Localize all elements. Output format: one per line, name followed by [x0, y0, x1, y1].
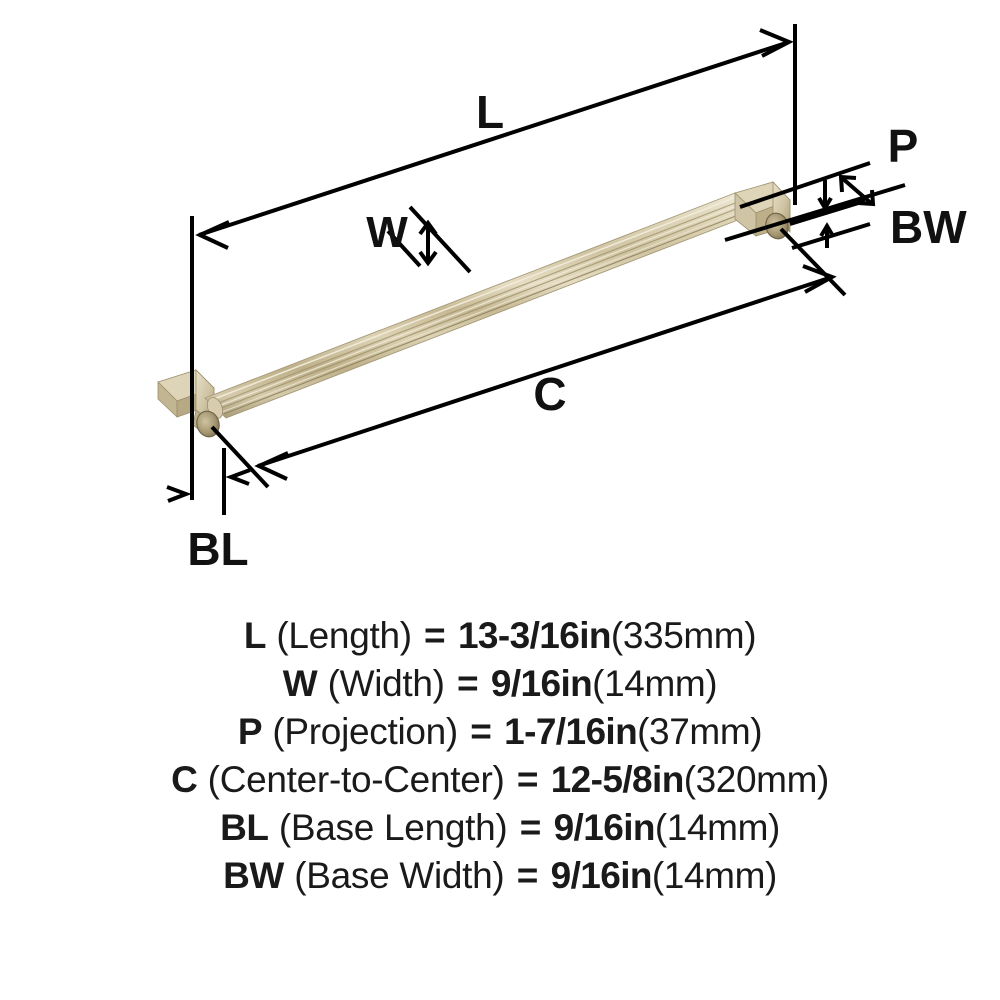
P-tick-arrowhead: [817, 196, 833, 212]
spec-metric-W: (14mm): [592, 663, 718, 705]
dimension-L: [190, 24, 797, 500]
pull-handle-graphic: [157, 180, 791, 438]
spec-metric-BW: (14mm): [651, 855, 777, 897]
spec-descr-W: (Width): [327, 663, 445, 705]
spec-code-W: W: [282, 663, 318, 705]
C-arrowhead-right: [802, 264, 837, 294]
spec-imperial-BW: 9/16in: [550, 855, 653, 897]
spec-code-P: P: [237, 711, 263, 753]
spec-row-base-length: BL (Base Length) = 9/16in(14mm): [0, 804, 1000, 852]
spec-imperial-C: 12-5/8in: [550, 759, 685, 801]
BL-arrowhead-right: [166, 485, 192, 503]
W-leader-upper: [408, 205, 472, 274]
L-dimension-line: [198, 40, 790, 237]
spec-eq-L: =: [424, 615, 446, 656]
P-dimension-line: [840, 176, 874, 206]
spec-metric-P: (37mm): [637, 711, 763, 753]
spec-metric-L: (335mm): [610, 615, 757, 656]
spec-row-center-to-center: C (Center-to-Center) = 12-5/8in(320mm): [0, 756, 1000, 804]
spec-metric-BL: (14mm): [654, 807, 780, 849]
W-arrowhead-down: [418, 250, 438, 267]
BW-leader-upper: [789, 199, 866, 226]
spec-metric-C: (320mm): [683, 759, 830, 801]
spec-descr-P: (Projection): [272, 711, 458, 753]
C-leader-left: [210, 425, 270, 489]
C-dimension-line: [257, 275, 833, 468]
C-arrowhead-left: [254, 451, 289, 481]
handle-bar: [204, 192, 757, 419]
spec-imperial-W: 9/16in: [490, 663, 593, 705]
spec-descr-BW: (Base Width): [294, 855, 505, 897]
dimension-C: [210, 227, 847, 489]
spec-imperial-P: 1-7/16in: [504, 711, 638, 753]
specification-list: L (Length) = 13-3/16in(335mm) W (Width) …: [0, 612, 1000, 1000]
W-arrowhead-up: [418, 219, 438, 236]
L-arrowhead-left: [195, 220, 230, 250]
C-leader-right: [779, 227, 847, 297]
spec-imperial-BL: 9/16in: [553, 807, 656, 849]
label-W: W: [366, 208, 408, 257]
label-BW: BW: [890, 201, 967, 253]
P-leader-lower: [724, 183, 906, 242]
spec-row-projection: P (Projection) = 1-7/16in(37mm): [0, 708, 1000, 756]
spec-descr-C: (Center-to-Center): [207, 759, 505, 801]
spec-eq-BL: =: [519, 807, 542, 849]
spec-eq-W: =: [456, 663, 479, 705]
P-arrowhead-upleft: [838, 174, 857, 193]
BL-arrowhead-left: [225, 468, 251, 486]
dimension-BW: [789, 199, 871, 250]
spec-descr-L: (Length): [276, 615, 412, 656]
label-L: L: [476, 86, 504, 138]
label-BL: BL: [187, 523, 248, 575]
dimension-BL: [166, 448, 251, 515]
label-P: P: [888, 120, 919, 172]
P-leader-upper: [739, 161, 871, 209]
spec-row-width: W (Width) = 9/16in(14mm): [0, 660, 1000, 708]
spec-code-BL: BL: [220, 807, 269, 849]
BW-arrowhead-up: [819, 222, 835, 238]
spec-eq-P: =: [470, 711, 492, 753]
spec-descr-BL: (Base Length): [278, 807, 508, 849]
spec-eq-C: =: [516, 759, 539, 801]
L-arrowhead-right: [759, 28, 794, 58]
W-leader-lower: [386, 229, 422, 268]
diagram-area: L W: [157, 24, 967, 575]
label-C: C: [533, 368, 566, 420]
spec-eq-BW: =: [516, 855, 539, 897]
spec-code-L: L: [243, 615, 267, 656]
spec-row-length: L (Length) = 13-3/16in(335mm): [0, 612, 1000, 660]
dimension-W: [386, 205, 472, 274]
spec-code-C: C: [171, 759, 198, 801]
spec-code-BW: BW: [223, 855, 284, 897]
pull-dimension-drawing: L W: [157, 24, 967, 575]
spec-imperial-L: 13-3/16in: [457, 615, 612, 656]
spec-row-base-width: BW (Base Width) = 9/16in(14mm): [0, 852, 1000, 900]
dimension-P: [724, 161, 906, 242]
